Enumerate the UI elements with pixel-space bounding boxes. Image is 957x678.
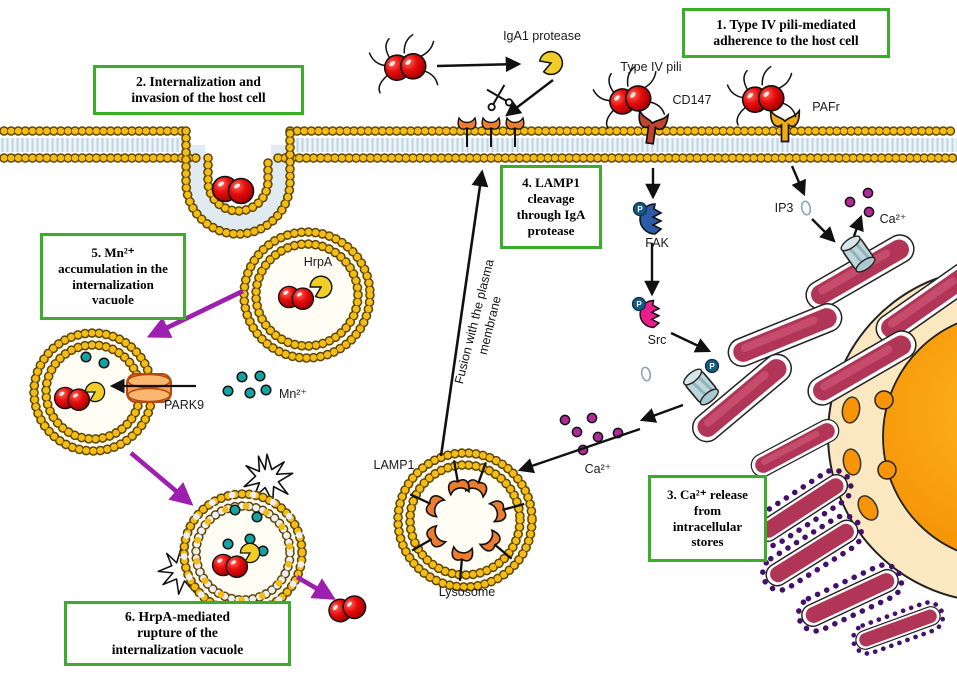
step-3-text: 3. Ca²⁺ release from intracellular store… (667, 486, 748, 550)
park9-transporter (126, 373, 172, 403)
fak-protein: P (632, 201, 662, 235)
step-box-1: 1. Type IV pili-mediated adherence to th… (682, 8, 890, 58)
arrow-ip3-to-channel (811, 218, 836, 243)
ca-ions-cytosol (559, 412, 624, 456)
step-5-text: 5. Mn²⁺ accumulation in the internalizat… (58, 244, 168, 308)
step-6-text: 6. HrpA-mediated rupture of the internal… (111, 608, 244, 657)
arrow-protease-to-membrane (505, 79, 554, 117)
label-ca-mid: Ca²⁺ (585, 462, 612, 476)
label-mn: Mn²⁺ (279, 387, 307, 401)
ip3-molecule (800, 200, 812, 216)
p-badge: P (637, 205, 643, 214)
vacuole-park9 (29, 328, 196, 456)
lysosome (393, 448, 537, 592)
step-box-6: 6. HrpA-mediated rupture of the internal… (64, 601, 291, 666)
label-lysosome: Lysosome (439, 585, 496, 599)
label-type-iv-pili: Type IV pili (620, 60, 681, 74)
vacuole-hrpa (239, 227, 375, 363)
vacuole-rupturing (152, 453, 307, 617)
arrow-ca-release-top (849, 214, 864, 237)
mn-ion (244, 533, 256, 545)
mn-ion (80, 351, 92, 363)
arrow-pafr-to-ip3 (790, 165, 806, 197)
arrow-fusion-membrane (439, 169, 489, 457)
label-hrpa: HrpA (304, 255, 333, 269)
signal-arrows (436, 56, 864, 474)
arrow-bacterium-to-protease (436, 56, 522, 73)
label-pafr: PAFr (812, 100, 840, 114)
ca-ions-top (844, 187, 875, 218)
step-box-4: 4. LAMP1 cleavage through IgA protease (500, 165, 602, 249)
bacterium-pili (367, 30, 442, 97)
label-lamp1: LAMP1 (374, 458, 415, 472)
bacterium (211, 553, 249, 579)
arrow-ca-to-lysosome (517, 427, 641, 474)
p-badge: P (636, 300, 642, 309)
scissors-icon (486, 84, 514, 112)
step-box-5: 5. Mn²⁺ accumulation in the internalizat… (40, 233, 186, 320)
arrow-vacuole3-to-cytosol (295, 575, 336, 600)
label-park9: PARK9 (164, 398, 204, 412)
plasma-membrane (0, 126, 957, 239)
label-cd147: CD147 (673, 93, 712, 107)
step-4-text: 4. LAMP1 cleavage through IgA protease (516, 175, 586, 238)
ip3-molecule (640, 366, 652, 382)
src-protein: P (631, 296, 660, 329)
step-box-2: 2. Internalization and invasion of the h… (93, 65, 304, 115)
bacterium (53, 386, 91, 412)
step-box-3: 3. Ca²⁺ release from intracellular store… (648, 475, 767, 562)
progression-arrows (129, 288, 336, 600)
step-2-text: 2. Internalization and invasion of the h… (131, 73, 266, 105)
mn-ion (222, 538, 234, 550)
ip3r-channel-p: P (679, 358, 723, 409)
mn-ion (229, 504, 241, 516)
arrow-channel-to-ca (639, 403, 684, 423)
step-1-text: 1. Type IV pili-mediated adherence to th… (713, 16, 859, 48)
label-ip3: IP3 (775, 201, 794, 215)
label-ca-top: Ca²⁺ (880, 212, 907, 226)
arrow-vacuole2-to-vacuole3 (129, 451, 194, 506)
arrow-vacuole1-to-vacuole2 (146, 288, 245, 338)
bacterium-invagination (211, 175, 255, 205)
mn-ion (98, 357, 110, 369)
arrow-src-to-channel (670, 331, 712, 353)
p-badge: P (709, 362, 715, 371)
mn-ions-cytosol (222, 370, 272, 399)
label-fak: FAK (645, 236, 669, 250)
bacterium (277, 285, 315, 311)
bacterium-free (325, 590, 370, 628)
mn-ion (251, 511, 263, 523)
iga1-protease-enzyme (537, 47, 567, 78)
label-src: Src (648, 333, 667, 347)
label-iga1-protease: IgA1 protease (503, 29, 581, 43)
